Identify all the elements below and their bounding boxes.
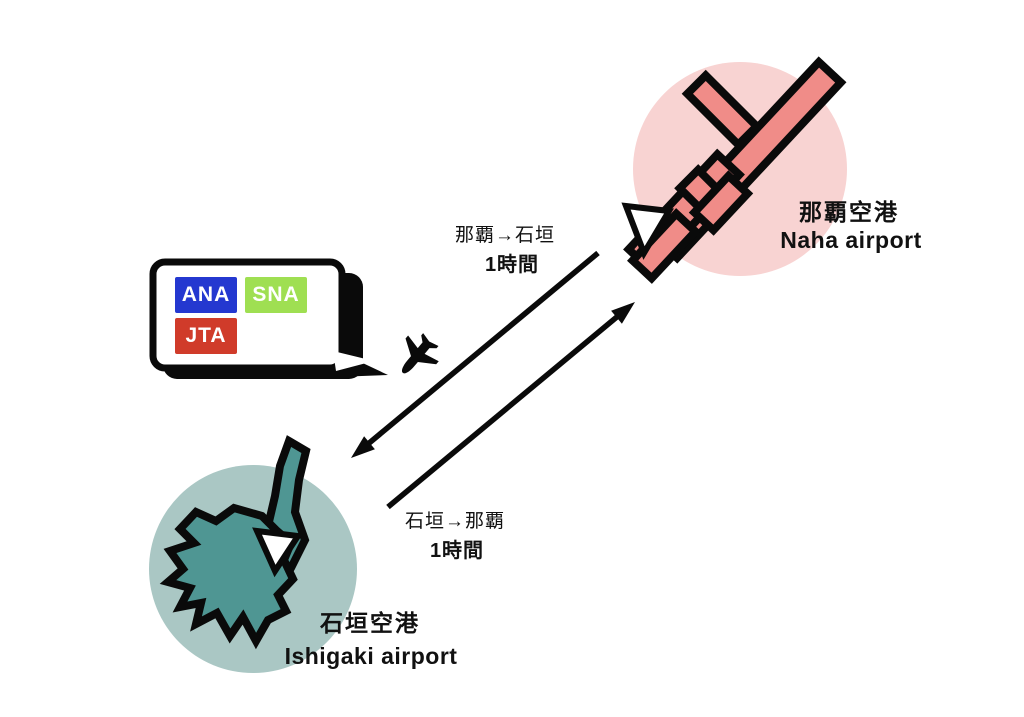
airline-chip-jta: JTA bbox=[175, 318, 237, 354]
ishigaki-airport-label-jp: 石垣空港 bbox=[320, 610, 420, 636]
okinawa-island-shape bbox=[623, 56, 847, 284]
okinawa-peninsula-bar bbox=[681, 69, 763, 151]
route-duration-ishigaki-to-naha: 1時間 bbox=[429, 540, 485, 562]
route-duration-naha-to-ishigaki: 1時間 bbox=[484, 254, 540, 276]
ishigaki-location-marker-icon bbox=[252, 527, 304, 578]
route-line-ishigaki-to-naha bbox=[386, 313, 620, 510]
naha-location-marker-icon bbox=[621, 202, 674, 260]
airline-chip-ana: ANA bbox=[175, 277, 237, 313]
airline-chip-sna: SNA bbox=[245, 277, 307, 313]
naha-airport-label-en: Naha airport bbox=[780, 227, 922, 253]
route-arrow-ishigaki-to-naha bbox=[386, 302, 635, 510]
airplane-icon bbox=[402, 333, 439, 374]
route-label-ishigaki-to-naha: 石垣→那覇 bbox=[404, 511, 505, 532]
okinawa-notch-bar bbox=[688, 170, 754, 236]
route-line-naha-to-ishigaki bbox=[366, 250, 600, 447]
arrowhead-ishigaki-icon bbox=[351, 436, 375, 458]
naha-airport-label-jp: 那覇空港 bbox=[799, 199, 899, 225]
route-label-naha-to-ishigaki: 那覇→石垣 bbox=[454, 225, 555, 246]
ishigaki-airport-label-en: Ishigaki airport bbox=[284, 643, 458, 669]
arrowhead-naha-icon bbox=[611, 302, 635, 324]
speech-bubble-tail-highlight bbox=[333, 351, 374, 371]
route-arrow-naha-to-ishigaki bbox=[351, 250, 600, 458]
